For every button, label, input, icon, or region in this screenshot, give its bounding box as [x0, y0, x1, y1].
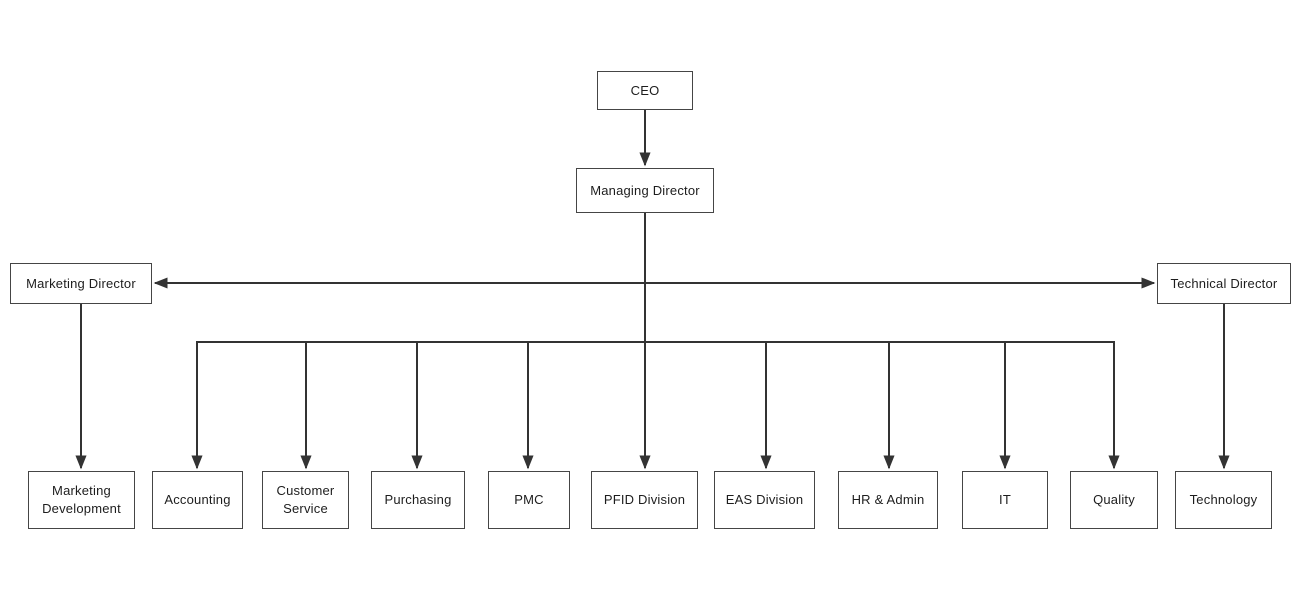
org-node-pmc: PMC — [488, 471, 570, 529]
org-node-it: IT — [962, 471, 1048, 529]
org-node-purchasing: Purchasing — [371, 471, 465, 529]
org-node-technology: Technology — [1175, 471, 1272, 529]
org-node-hr-admin: HR & Admin — [838, 471, 938, 529]
org-node-pfid-division: PFID Division — [591, 471, 698, 529]
org-node-accounting: Accounting — [152, 471, 243, 529]
org-node-managing-director: Managing Director — [576, 168, 714, 213]
org-node-customer-service: Customer Service — [262, 471, 349, 529]
org-node-ceo: CEO — [597, 71, 693, 110]
org-node-technical-director: Technical Director — [1157, 263, 1291, 304]
org-node-marketing-development: Marketing Development — [28, 471, 135, 529]
org-node-eas-division: EAS Division — [714, 471, 815, 529]
org-node-quality: Quality — [1070, 471, 1158, 529]
org-node-marketing-director: Marketing Director — [10, 263, 152, 304]
